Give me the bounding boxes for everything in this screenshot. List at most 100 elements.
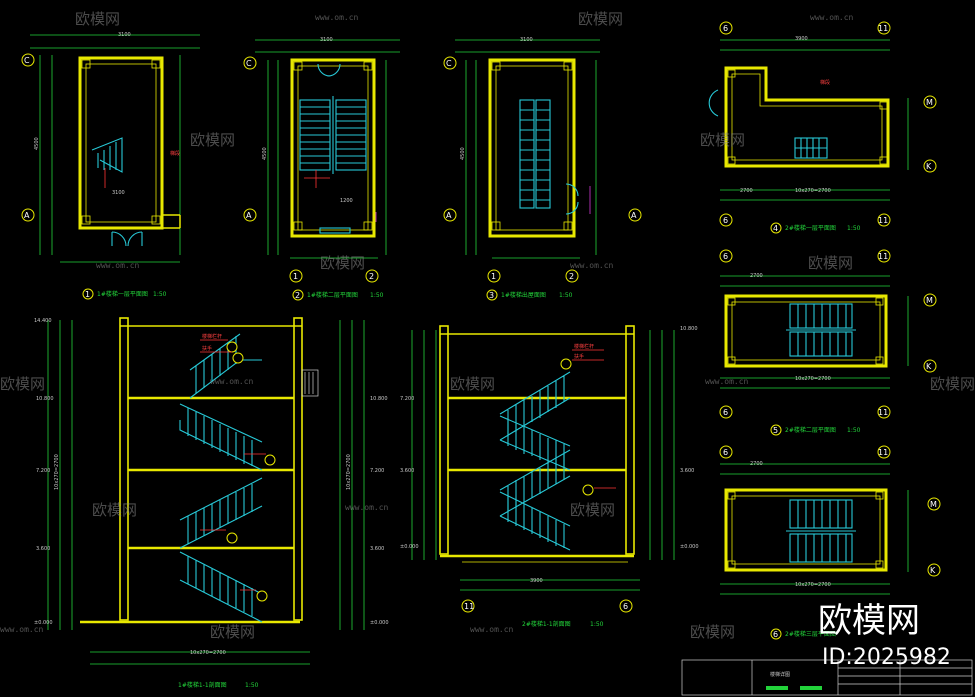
watermark-url: www.om.cn: [705, 377, 749, 386]
drawing-number: 4: [773, 224, 778, 233]
plan-6-third-floor: 6 11 M K 2700 10x270=2700 6 2#楼梯三层平面图: [719, 445, 941, 640]
watermark-brand: 欧模网: [570, 501, 615, 519]
level-mark: 7.200: [370, 468, 384, 474]
plan-2-second-floor: C A 1 2 3100 1200 4500 2 1#楼梯二层平面图 1:50: [243, 37, 400, 301]
drawing-number: 6: [773, 630, 778, 639]
section-title: 1#楼梯1-1剖面图: [178, 681, 227, 689]
watermark-url: www.om.cn: [96, 261, 140, 270]
axis-bubble-1: 1: [491, 272, 496, 281]
drawing-title: 2#楼梯三层平面图: [785, 630, 836, 638]
watermark-brand: 欧模网: [190, 131, 235, 149]
dim-text: 3100: [118, 32, 131, 38]
dim-text: 4500: [34, 137, 40, 150]
watermark-url: www.om.cn: [315, 13, 359, 22]
section-2: 楼梯栏杆 扶手 7.200 3.600 ±0.000 10.800 3.600 …: [400, 325, 699, 628]
axis-bubble-6: 6: [723, 24, 728, 33]
watermark-brand: 欧模网: [320, 254, 365, 272]
axis-bubble-k: K: [926, 162, 932, 171]
section-scale: 1:50: [590, 621, 604, 628]
drawing-number: 3: [489, 291, 494, 300]
axis-bubble-a: A: [631, 211, 637, 220]
axis-bubble-11: 11: [878, 408, 888, 417]
axis-bubble-c: C: [24, 56, 30, 65]
watermark-url: www.om.cn: [345, 503, 389, 512]
watermark-brand: 欧模网: [690, 623, 735, 641]
watermark-brand: 欧模网: [808, 254, 853, 272]
callout-note: 楼梯栏杆: [202, 333, 222, 340]
stair-flight: [499, 371, 571, 551]
axis-bubble-2: 2: [369, 272, 374, 281]
watermark-brand: 欧模网: [75, 10, 120, 28]
axis-bubble-a: A: [246, 211, 252, 220]
level-mark: 3.600: [400, 468, 414, 474]
drawing-number: 1: [85, 290, 90, 299]
dim-text: 10x270=2700: [190, 650, 226, 656]
watermark-layer: 欧模网 www.om.cn 欧模网 www.om.cn 欧模网 欧模网 www.…: [0, 10, 975, 641]
drawing-scale: 1:50: [847, 427, 861, 434]
level-mark: 7.200: [36, 468, 50, 474]
watermark-url: www.om.cn: [210, 377, 254, 386]
watermark-brand: 欧模网: [92, 501, 137, 519]
watermark-url: www.om.cn: [0, 625, 44, 634]
axis-bubble-c: C: [446, 59, 452, 68]
dim-text: 3100: [112, 190, 125, 196]
dim-text: 3100: [320, 37, 333, 43]
level-mark: 3.600: [36, 546, 50, 552]
drawing-title: 2#楼梯一层平面图: [785, 224, 836, 232]
room-tag: 梯段: [820, 79, 830, 86]
dim-text: 10x270=2700: [346, 454, 352, 490]
callout-note: 扶手: [202, 345, 212, 352]
stair-flight: [179, 333, 263, 623]
stair-flight: [519, 99, 551, 209]
section-1: 楼梯栏杆 扶手 14.400 10.800 7.200 3.600 ±0.000…: [34, 317, 389, 689]
dim-text: 3100: [520, 37, 533, 43]
dim-text: 10x270=2700: [795, 376, 831, 382]
level-mark: 3.600: [370, 546, 384, 552]
level-mark: 3.600: [680, 468, 694, 474]
axis-bubble-c: C: [246, 59, 252, 68]
stair-flight: [786, 499, 856, 563]
axis-bubble-a: A: [24, 211, 30, 220]
plan-1-first-floor: C A 3100 3100 4500 梯段 1 1#楼梯一层平面图 1:50: [21, 32, 200, 300]
watermark-brand: 欧模网: [578, 10, 623, 28]
section-scale: 1:50: [245, 682, 259, 689]
dim-text: 10x270=2700: [795, 582, 831, 588]
plan-3-roof-exit: C A A 1 2 3100 4500 3 1#楼梯出屋面图 1:50: [443, 37, 642, 301]
level-mark: ±0.000: [34, 620, 53, 626]
watermark-brand: 欧模网: [0, 375, 45, 393]
title-block: 楼梯详图: [681, 659, 973, 696]
dim-text: 2700: [750, 273, 763, 279]
axis-bubble-k: K: [930, 566, 936, 575]
plan-4-first-floor: 6 11 M K 6 11 3900 2700 10x270=2700 梯段 4…: [708, 21, 937, 234]
drawing-title: 2#楼梯二层平面图: [785, 426, 836, 434]
watermark-url: www.om.cn: [470, 625, 514, 634]
watermark-brand: 欧模网: [210, 623, 255, 641]
level-mark: 10.800: [36, 396, 54, 402]
axis-bubble-m: M: [926, 296, 933, 305]
callout-note: 楼梯栏杆: [574, 343, 594, 350]
callout-note: 扶手: [574, 353, 584, 360]
dim-text: 1200: [340, 198, 353, 204]
dim-text: 3900: [530, 578, 543, 584]
dim-text: 3900: [795, 36, 808, 42]
axis-bubble-m: M: [930, 500, 937, 509]
title-block-project: 楼梯详图: [770, 671, 790, 678]
axis-bubble-6: 6: [623, 602, 628, 611]
section-title: 2#楼梯1-1剖面图: [522, 620, 571, 628]
axis-bubble-2: 2: [569, 272, 574, 281]
axis-bubble-11: 11: [878, 252, 888, 261]
dim-text: 10x270=2700: [54, 454, 60, 490]
level-mark: 14.400: [34, 318, 52, 324]
drawing-scale: 1:50: [847, 225, 861, 232]
axis-bubble-6: 6: [723, 448, 728, 457]
drawing-scale: 1:50: [370, 292, 384, 299]
axis-bubble-11: 11: [878, 448, 888, 457]
plan-5-second-floor: 6 11 M K 6 11 2700 10x270=2700 5 2#楼梯二层平…: [719, 249, 937, 436]
axis-bubble-k: K: [926, 362, 932, 371]
dim-text: 2700: [740, 188, 753, 194]
level-mark: ±0.000: [400, 544, 419, 550]
level-mark: 7.200: [400, 396, 414, 402]
level-mark: ±0.000: [370, 620, 389, 626]
level-mark: 10.800: [370, 396, 388, 402]
